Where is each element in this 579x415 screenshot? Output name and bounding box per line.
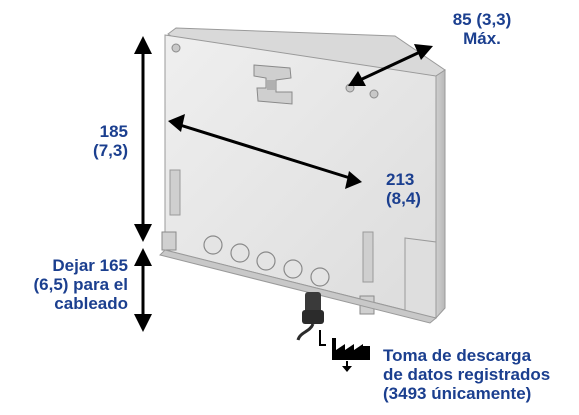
side-latch <box>169 169 181 216</box>
mounting-bracket <box>253 64 293 105</box>
width-inch: (8,4) <box>386 189 421 208</box>
cable-knockout <box>310 267 330 287</box>
depth-arrow <box>359 50 421 82</box>
download-line1: Toma de descarga <box>383 346 532 365</box>
download-line2: de datos registrados <box>383 365 551 384</box>
arrow-head <box>168 114 185 132</box>
foot <box>161 231 177 251</box>
arrow-head <box>134 36 152 54</box>
wiring-label: Dejar 165 (6,5) para el cableado <box>0 256 129 313</box>
arrow-head <box>414 44 433 60</box>
leader-line <box>319 330 326 346</box>
height-label: 185 (7,3) <box>70 122 128 160</box>
download-port-label: Toma de descarga de datos registrados (3… <box>383 346 573 403</box>
wiring-line2: (6,5) para el <box>33 275 129 294</box>
screw <box>369 89 379 99</box>
wiring-line1: Dejar 165 <box>52 256 128 275</box>
depth-note: Máx. <box>463 29 501 48</box>
height-value: 185 <box>99 122 128 141</box>
cable-knockout <box>203 235 223 255</box>
arrow-head <box>345 171 362 189</box>
factory-download-icon <box>332 338 370 372</box>
arrow-head <box>134 224 152 242</box>
download-connector <box>296 292 324 341</box>
width-value: 213 <box>386 170 415 189</box>
depth-label: 85 (3,3) Máx. <box>432 10 532 48</box>
width-arrow <box>179 123 351 180</box>
depth-value: 85 (3,3) <box>452 10 512 29</box>
cable-knockout <box>230 243 250 263</box>
arrow-head <box>134 314 152 332</box>
enclosure-bottom-lip <box>159 249 438 324</box>
terminal-box <box>404 237 437 319</box>
wiring-line3: cableado <box>54 294 128 313</box>
height-inch: (7,3) <box>93 141 128 160</box>
arrow-head <box>348 71 366 86</box>
enclosure-side <box>435 69 446 320</box>
screw <box>171 43 181 53</box>
download-line3: (3493 únicamente) <box>383 384 532 403</box>
cable-knockout <box>283 259 303 279</box>
arrow-head <box>134 248 152 266</box>
side-latch <box>362 231 374 283</box>
width-label: 213 (8,4) <box>386 170 446 208</box>
cable-knockout <box>256 251 276 271</box>
